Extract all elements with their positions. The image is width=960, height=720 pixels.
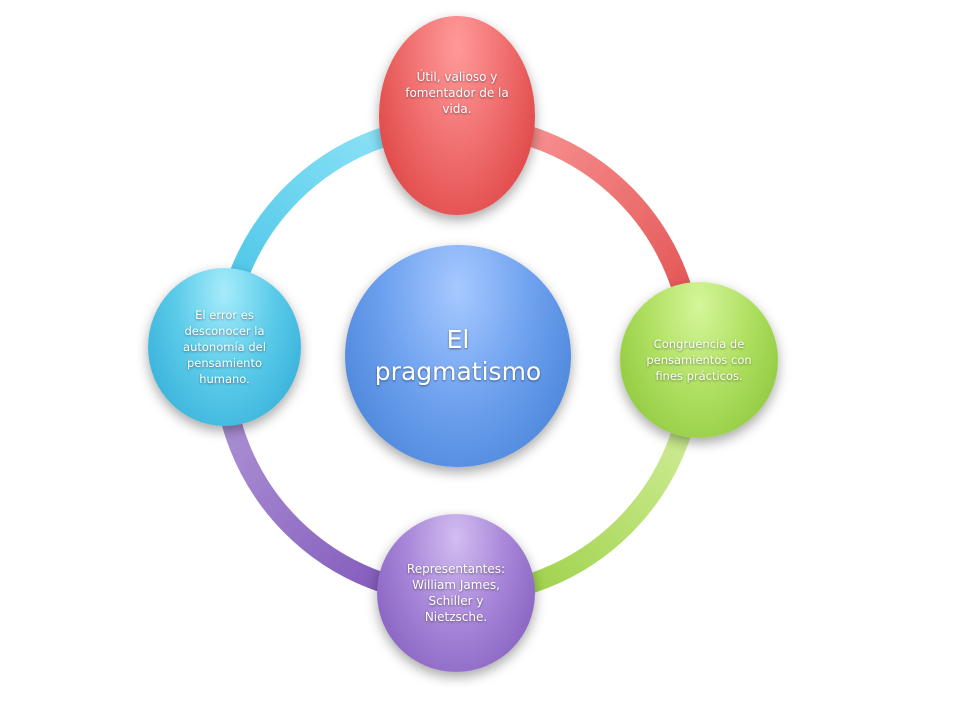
node-left-label: El error es desconocer la autonomía del … [183,308,266,386]
center-node-label: El pragmatismo [374,325,542,386]
node-bottom-label: Representantes: William James, Schiller … [406,562,506,624]
node-bottom: Representantes: William James, Schiller … [377,514,535,672]
node-left: El error es desconocer la autonomía del … [148,268,301,426]
node-right-label: Congruencia de pensamientos con fines pr… [646,337,752,383]
center-node: El pragmatismo [345,245,571,467]
node-right: Congruencia de pensamientos con fines pr… [620,282,778,438]
node-top-label: Útil, valioso y fomentador de la vida. [405,69,509,116]
node-top: Útil, valioso y fomentador de la vida. [379,16,535,215]
